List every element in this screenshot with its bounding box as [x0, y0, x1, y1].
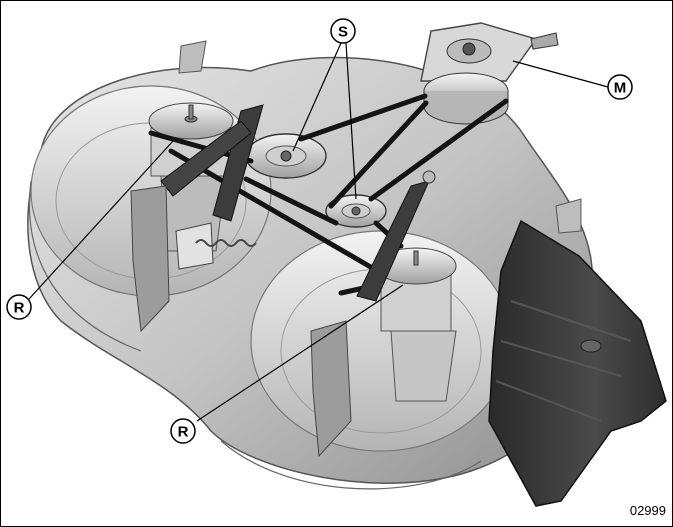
idler-pulley-lower	[325, 194, 387, 228]
motor-clutch	[420, 22, 559, 125]
drive-belts	[148, 93, 509, 296]
idler-pulley-upper	[245, 133, 327, 179]
idler-arms	[160, 104, 436, 302]
callout-r-left-label: R	[14, 300, 25, 317]
callout-r-bottom: R	[170, 418, 196, 444]
spindle-right	[375, 247, 457, 402]
callout-m-label: M	[614, 80, 627, 97]
callout-s-label: S	[338, 24, 348, 41]
discharge-chute	[488, 219, 667, 507]
front-baffles	[130, 185, 352, 458]
callout-s: S	[330, 18, 356, 44]
figure-number: 02999	[629, 503, 666, 518]
callout-r-left: R	[6, 294, 32, 320]
tension-springs	[195, 239, 257, 247]
callout-m: M	[607, 74, 633, 100]
callout-r-bottom-label: R	[178, 424, 189, 441]
leader-lines	[28, 42, 609, 422]
